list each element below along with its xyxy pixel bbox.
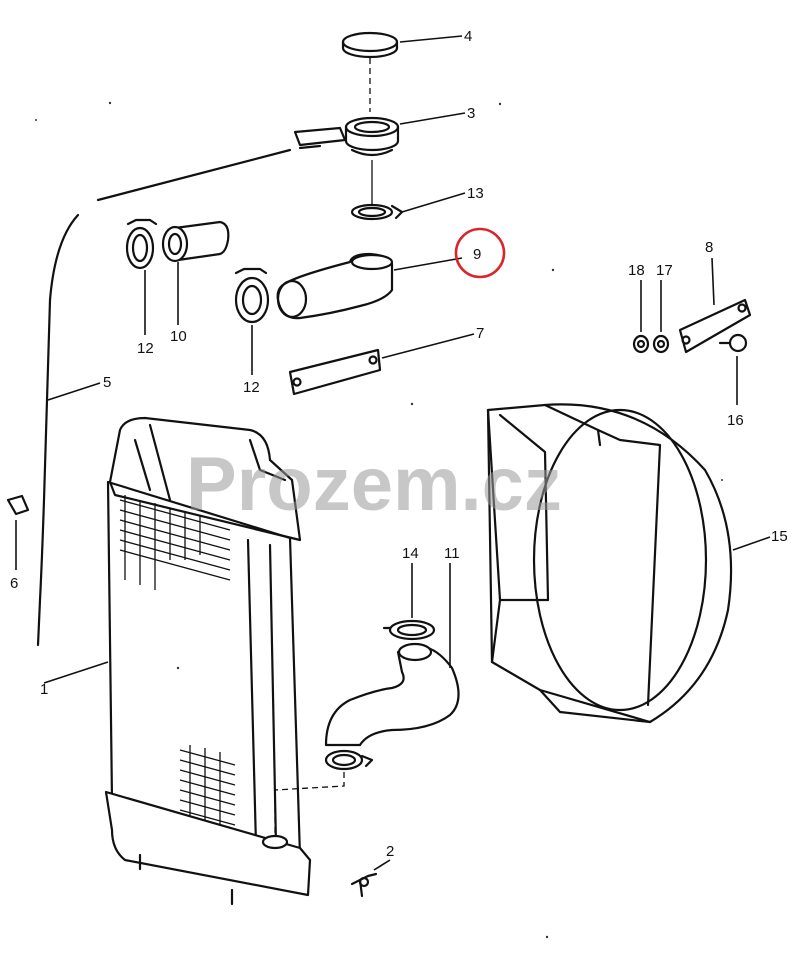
part-12-hose-clamp-b[interactable] <box>234 267 270 324</box>
callout-3: 3 <box>467 105 475 122</box>
part-14-hose-clamp[interactable] <box>382 619 436 641</box>
part-17-washer[interactable] <box>652 334 670 354</box>
part-10-hose-connector[interactable] <box>161 220 230 263</box>
callout-4: 4 <box>464 28 472 45</box>
part-5-overflow-tube[interactable] <box>36 144 322 647</box>
lower-hose-clamp[interactable] <box>324 749 374 771</box>
callout-10: 10 <box>170 328 187 345</box>
part-1-radiator[interactable] <box>104 416 312 906</box>
highlight-circle <box>454 227 506 279</box>
part-3-filler-neck[interactable] <box>293 116 400 157</box>
callout-labels: 4 3 13 9 7 5 6 12 10 12 8 18 17 16 1 15 … <box>10 28 788 860</box>
callout-13: 13 <box>467 185 484 202</box>
leader-lines <box>15 35 771 871</box>
callout-12-middle: 12 <box>243 379 260 396</box>
part-6-clip[interactable] <box>6 494 30 516</box>
part-8-bracket[interactable] <box>678 298 752 354</box>
callout-14: 14 <box>402 545 419 562</box>
watermark-text: Prozem.cz <box>186 442 562 527</box>
callout-8: 8 <box>705 239 713 256</box>
part-7-bracket[interactable] <box>288 348 382 396</box>
callout-7: 7 <box>476 325 484 342</box>
part-15-fan-shroud[interactable] <box>486 403 733 724</box>
callout-16: 16 <box>727 412 744 429</box>
callout-6: 6 <box>10 575 18 592</box>
part-18-nut[interactable] <box>632 334 650 354</box>
callout-15: 15 <box>771 528 788 545</box>
part-11-lower-hose[interactable] <box>324 642 460 747</box>
part-16-bolt[interactable] <box>718 333 748 353</box>
callout-1: 1 <box>40 681 48 698</box>
part-13-hose-clamp[interactable] <box>350 203 404 221</box>
part-4-radiator-cap[interactable] <box>341 31 399 59</box>
axis-line <box>274 772 345 836</box>
callout-11: 11 <box>444 545 460 562</box>
print-specks <box>35 101 723 939</box>
callout-18: 18 <box>628 262 645 279</box>
part-2-drain-cock[interactable] <box>350 872 378 898</box>
callout-9: 9 <box>473 246 481 263</box>
part-9-upper-hose[interactable] <box>276 252 394 320</box>
callout-5: 5 <box>103 374 111 391</box>
callout-2: 2 <box>386 843 394 860</box>
part-12-hose-clamp-a[interactable] <box>125 218 158 270</box>
callout-12-upper: 12 <box>137 340 154 357</box>
callout-17: 17 <box>656 262 673 279</box>
core-fins <box>119 495 236 838</box>
